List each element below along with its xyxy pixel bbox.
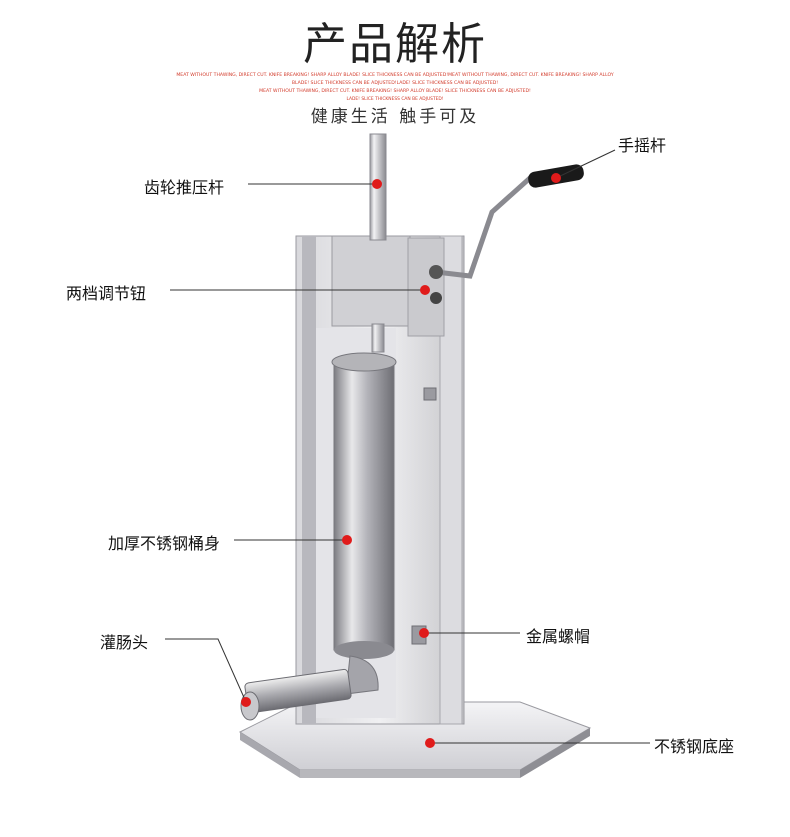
label-crank-handle: 手摇杆 (618, 136, 667, 155)
fine-print-line-3: MEAT WITHOUT THAWING, DIRECT CUT. KNIFE … (259, 89, 531, 94)
dot-nut (419, 628, 429, 638)
leader-nozzle (165, 638, 247, 703)
fine-print-line-1: MEAT WITHOUT THAWING, DIRECT CUT. KNIFE … (176, 73, 614, 78)
barrel (331, 352, 397, 659)
dot-nozzle (241, 697, 251, 707)
dot-gear-rod (372, 179, 382, 189)
slogan: 健康生活 触手可及 (310, 107, 480, 127)
dot-crank (551, 173, 561, 183)
label-gear-push-rod: 齿轮推压杆 (144, 178, 225, 197)
dot-barrel (342, 535, 352, 545)
label-stainless-base: 不锈钢底座 (654, 737, 735, 756)
page-title: 产品解析 (303, 19, 487, 70)
label-thick-barrel: 加厚不锈钢桶身 (108, 534, 221, 553)
label-two-speed-knob: 两档调节钮 (66, 284, 147, 303)
fine-print-line-4: LADE! SLICE THICKNESS CAN BE ADJUSTED! (346, 97, 444, 102)
label-stuffing-nozzle: 灌肠头 (100, 633, 149, 652)
leader-lines (165, 149, 650, 744)
leader-crank (555, 149, 616, 179)
label-metal-nut: 金属螺帽 (526, 627, 591, 646)
dot-knob (420, 285, 430, 295)
fine-print-line-2: BLADE! SLICE THICKNESS CAN BE ADJUSTED!L… (291, 81, 499, 86)
dot-base (425, 738, 435, 748)
